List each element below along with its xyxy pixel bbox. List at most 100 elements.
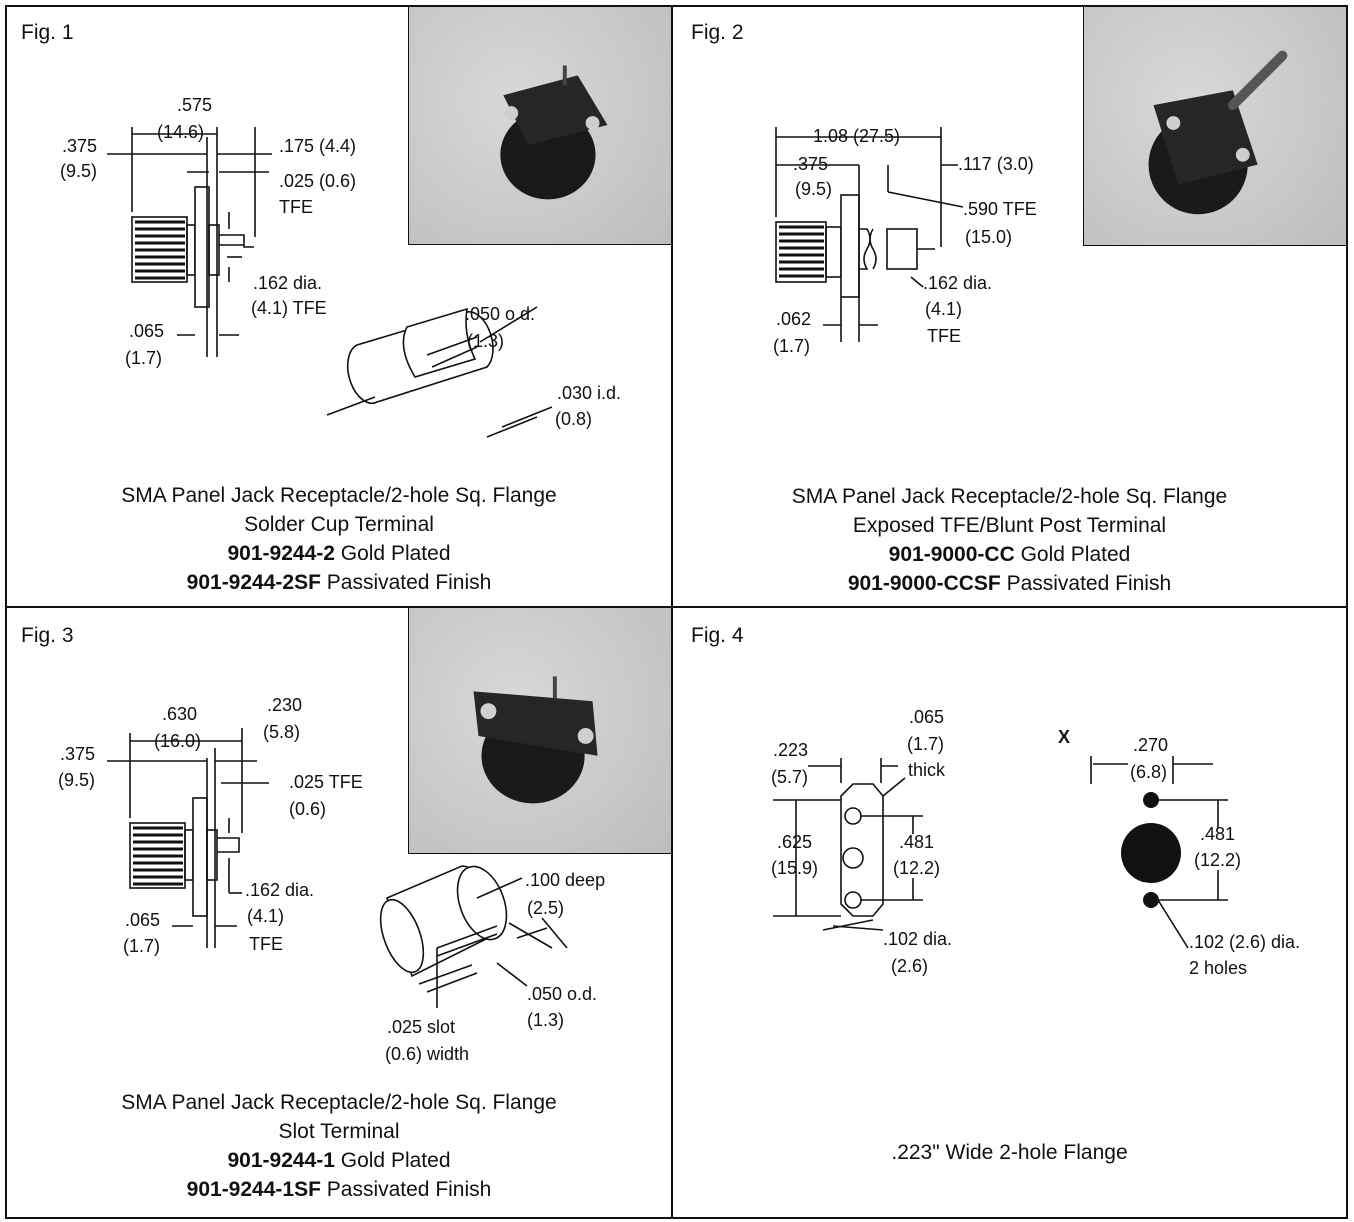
product-photo [408, 608, 671, 854]
dim-175: .175 (4.4) [279, 136, 356, 156]
caption-line-1: .223" Wide 2-hole Flange [891, 1141, 1128, 1164]
finish-text: Passivated Finish [320, 1178, 492, 1201]
vertical-divider [671, 5, 673, 1219]
dim-tfe: TFE [249, 934, 283, 954]
dim-25: (2.5) [527, 898, 564, 918]
dim-590: .590 TFE [963, 199, 1037, 219]
dim-159: (15.9) [771, 858, 818, 878]
caption-line-4: 901-9000-CCSF Passivated Finish [673, 569, 1346, 598]
fig1-drawing-svg: .575 (14.6) .375 (9.5) .175 (4.4) .025 (… [60, 95, 621, 438]
connector-photo-image [473, 676, 598, 804]
dim-065: .065 [909, 707, 944, 727]
dim-481: .481 [899, 832, 934, 852]
connector-photo-image [1148, 50, 1288, 215]
part-number: 901-9244-1SF [186, 1178, 321, 1201]
dim-025: .025 (0.6) [279, 171, 356, 191]
dim-062: .062 [776, 309, 811, 329]
fig-label: Fig. 2 [691, 21, 744, 44]
part-number: 901-9000-CC [888, 543, 1015, 566]
figure-caption: SMA Panel Jack Receptacle/2-hole Sq. Fla… [7, 1088, 671, 1204]
dim-17: (1.7) [773, 336, 810, 356]
part-number: 901-9244-1 [227, 1149, 335, 1172]
dimension-drawing: 1.08 (27.5) .375 (9.5) .117 (3.0) .590 T… [673, 7, 1346, 452]
dim-26: (2.6) [891, 956, 928, 976]
dim-625: .625 [777, 832, 812, 852]
caption-line-2: Solder Cup Terminal [244, 513, 434, 536]
dim-065: .065 [129, 321, 164, 341]
panel-fig-3: Fig. 3 [7, 608, 671, 1217]
panel-fig-2: Fig. 2 [673, 7, 1346, 606]
dim-065: .065 [125, 910, 160, 930]
finish-text: Gold Plated [334, 542, 451, 565]
dim-270: .270 [1133, 735, 1168, 755]
figure-caption: SMA Panel Jack Receptacle/2-hole Sq. Fla… [673, 482, 1346, 598]
dim-108: 1.08 (27.5) [813, 126, 900, 146]
figure-caption: .223" Wide 2-hole Flange [673, 1138, 1346, 1167]
dimension-drawing: .223 (5.7) .065 (1.7) thick .625 (15.9) … [673, 608, 1346, 1013]
caption-line-3: 901-9244-2 Gold Plated [7, 539, 671, 568]
dim-481b: .481 [1200, 824, 1235, 844]
dim-160: (16.0) [154, 731, 201, 751]
fig2-drawing-svg: 1.08 (27.5) .375 (9.5) .117 (3.0) .590 T… [773, 126, 1037, 356]
fig4-drawing-svg: .223 (5.7) .065 (1.7) thick .625 (15.9) … [771, 707, 1300, 978]
finish-text: Gold Plated [334, 1149, 451, 1172]
figure-grid [5, 5, 1348, 1219]
figure-caption: SMA Panel Jack Receptacle/2-hole Sq. Fla… [7, 481, 671, 597]
dim-146: (14.6) [157, 122, 204, 142]
dim-08: (0.8) [555, 409, 592, 429]
dim-95: (9.5) [58, 770, 95, 790]
finish-text: Passivated Finish [1000, 572, 1172, 595]
dim-375: .375 [793, 154, 828, 174]
dim-150: (15.0) [965, 227, 1012, 247]
dim-41: (4.1) [925, 299, 962, 319]
dim-030: .030 i.d. [557, 383, 621, 403]
dim-100: .100 deep [525, 870, 605, 890]
caption-line-2: Exposed TFE/Blunt Post Terminal [852, 514, 1167, 537]
dim-102: .102 dia. [883, 929, 952, 949]
dim-117: .117 (3.0) [958, 154, 1034, 174]
dim-holes: 2 holes [1189, 958, 1247, 978]
dim-17: (1.7) [125, 348, 162, 368]
dim-17: (1.7) [123, 936, 160, 956]
part-number: 901-9244-2SF [186, 571, 321, 594]
dim-13: (1.3) [527, 1010, 564, 1030]
caption-line-3: 901-9244-1 Gold Plated [7, 1146, 671, 1175]
fig-label: Fig. 3 [21, 624, 74, 647]
dim-050: .050 o.d. [465, 304, 535, 324]
dim-x: X [1058, 727, 1070, 747]
dim-122: (12.2) [893, 858, 940, 878]
dim-06-width: (0.6) width [385, 1044, 469, 1064]
dim-58: (5.8) [263, 722, 300, 742]
dim-230: .230 [267, 695, 302, 715]
panel-fig-1: Fig. 1 [7, 7, 671, 606]
fig-label: Fig. 4 [691, 624, 744, 647]
dim-thick: thick [908, 760, 946, 780]
caption-line-1: SMA Panel Jack Receptacle/2-hole Sq. Fla… [791, 485, 1228, 508]
dim-162: .162 dia. [923, 273, 992, 293]
part-number: 901-9000-CCSF [847, 572, 1001, 595]
panel-fig-4: Fig. 4 [673, 608, 1346, 1217]
fig-label: Fig. 1 [21, 21, 74, 44]
dim-tfe: TFE [279, 197, 313, 217]
dim-57: (5.7) [771, 767, 808, 787]
dim-223: .223 [773, 740, 808, 760]
dim-41: (4.1) [247, 906, 284, 926]
dim-122b: (12.2) [1194, 850, 1241, 870]
finish-text: Passivated Finish [320, 571, 492, 594]
caption-line-3: 901-9000-CC Gold Plated [673, 540, 1346, 569]
dim-050: .050 o.d. [527, 984, 597, 1004]
dim-06: (0.6) [289, 799, 326, 819]
dim-13: (1.3) [467, 331, 504, 351]
horizontal-divider [5, 606, 1348, 608]
fig3-drawing-svg: .630 (16.0) .230 (5.8) .375 (9.5) .025 T… [58, 695, 605, 1064]
caption-line-4: 901-9244-2SF Passivated Finish [7, 568, 671, 597]
finish-text: Gold Plated [1014, 543, 1131, 566]
caption-line-4: 901-9244-1SF Passivated Finish [7, 1175, 671, 1204]
dim-68: (6.8) [1130, 762, 1167, 782]
dim-025-slot: .025 slot [387, 1017, 455, 1037]
dim-162: .162 dia. [253, 273, 322, 293]
dim-41: (4.1) TFE [251, 298, 327, 318]
dim-630: .630 [162, 704, 197, 724]
product-photo [1083, 7, 1346, 246]
dim-375: .375 [62, 136, 97, 156]
